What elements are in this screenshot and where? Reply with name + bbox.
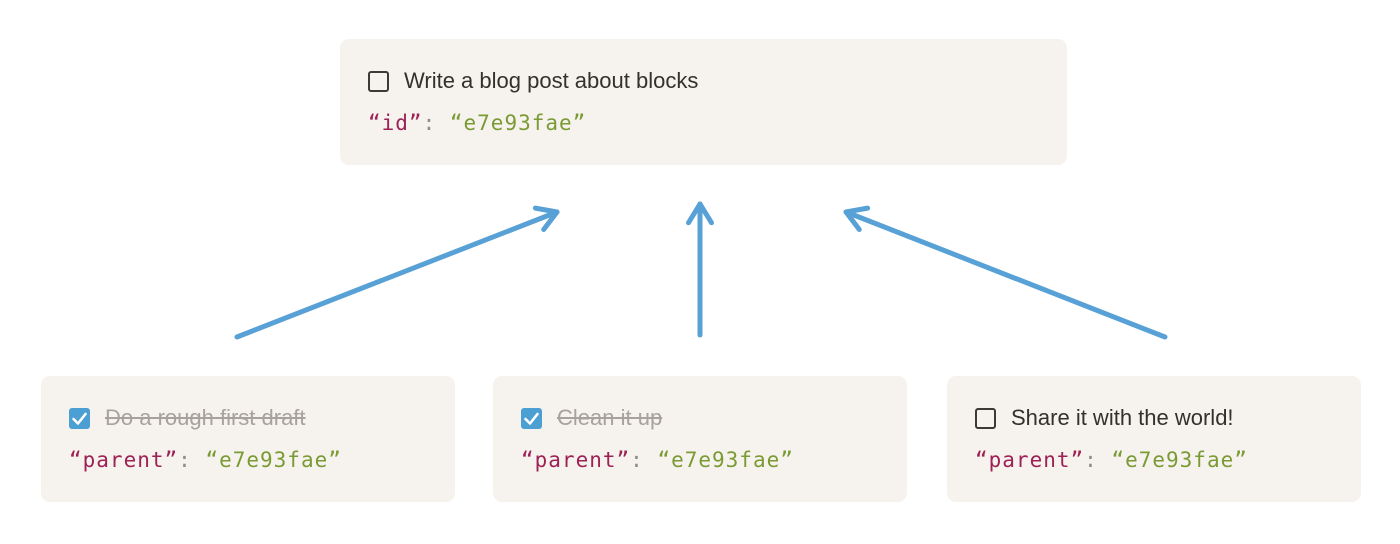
- checkbox-checked-icon[interactable]: [69, 407, 90, 429]
- code-separator: :: [422, 111, 450, 135]
- arrow-share-to-parent: [843, 205, 1168, 340]
- code-key: “parent”: [521, 448, 631, 472]
- code-value: “e7e93fae”: [449, 111, 587, 135]
- checkbox-unchecked-icon[interactable]: [368, 70, 389, 92]
- code-key: “parent”: [69, 448, 179, 472]
- child-block-card-draft: Do a rough first draft “parent”: “e7e93f…: [41, 376, 455, 502]
- block-id-code: “id”: “e7e93fae”: [368, 110, 1039, 136]
- code-value: “e7e93fae”: [1111, 448, 1248, 472]
- todo-label: Write a blog post about blocks: [404, 68, 699, 93]
- todo-label: Clean it up: [557, 405, 663, 430]
- arrow-draft-to-parent: [234, 205, 560, 340]
- code-value: “e7e93fae”: [205, 448, 342, 472]
- checkbox-checked-icon[interactable]: [521, 407, 542, 429]
- todo-row: Do a rough first draft: [69, 406, 427, 430]
- code-separator: :: [1084, 448, 1112, 472]
- code-separator: :: [630, 448, 658, 472]
- code-key: “id”: [368, 111, 423, 135]
- todo-label: Share it with the world!: [1011, 405, 1234, 430]
- child-block-card-clean: Clean it up “parent”: “e7e93fae”: [493, 376, 907, 502]
- block-parent-code: “parent”: “e7e93fae”: [975, 447, 1333, 473]
- checkmark-icon: [72, 412, 87, 425]
- todo-row: Clean it up: [521, 406, 879, 430]
- todo-row: Share it with the world!: [975, 406, 1333, 430]
- arrow-clean-to-parent: [686, 201, 714, 338]
- child-block-card-share: Share it with the world! “parent”: “e7e9…: [947, 376, 1361, 502]
- code-separator: :: [178, 448, 206, 472]
- todo-label: Do a rough first draft: [105, 405, 306, 430]
- block-parent-code: “parent”: “e7e93fae”: [521, 447, 879, 473]
- block-parent-code: “parent”: “e7e93fae”: [69, 447, 427, 473]
- code-key: “parent”: [975, 448, 1085, 472]
- checkmark-icon: [524, 412, 539, 425]
- todo-row: Write a blog post about blocks: [368, 69, 1039, 93]
- parent-block-card: Write a blog post about blocks “id”: “e7…: [340, 39, 1067, 165]
- code-value: “e7e93fae”: [657, 448, 794, 472]
- checkbox-unchecked-icon[interactable]: [975, 407, 996, 429]
